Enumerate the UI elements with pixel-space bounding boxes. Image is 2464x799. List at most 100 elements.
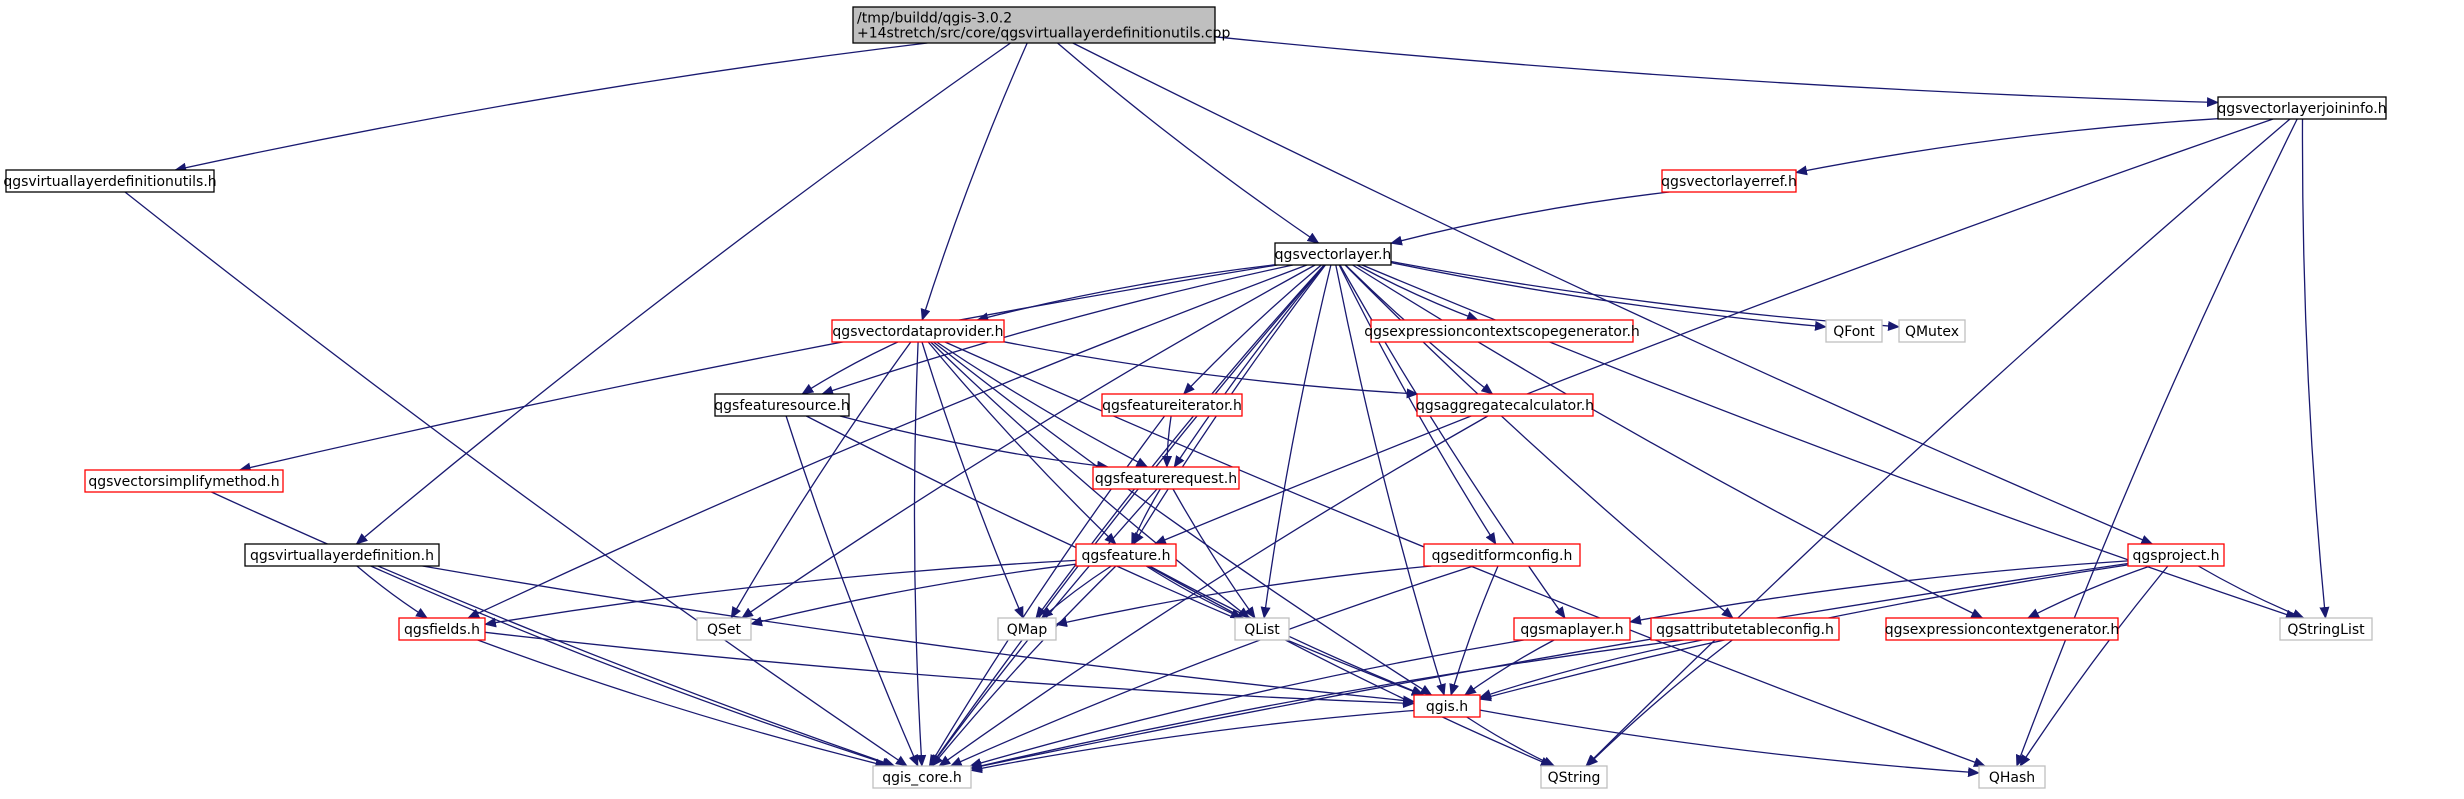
node-vlji[interactable]: qgsvectorlayerjoininfo.h <box>2217 96 2387 120</box>
node-label: qgsvirtuallayerdefinitionutils.h <box>3 174 216 190</box>
node-qlist[interactable]: QList <box>1234 617 1290 641</box>
edge-proj-to-mlayer <box>1629 560 2129 625</box>
dependency-edges <box>124 36 2330 778</box>
edge-attc-to-qstring <box>1585 639 1733 767</box>
node-label: qgsfeature.h <box>1082 548 1171 564</box>
edge-root-to-vlji <box>1214 36 2219 108</box>
node-box-vdp <box>831 319 1005 343</box>
node-qsl[interactable]: QStringList <box>2279 617 2373 641</box>
node-box-vsm <box>84 469 284 493</box>
node-label: qgsaggregatecalculator.h <box>1416 398 1594 414</box>
edge-efc-to-core <box>949 565 1474 767</box>
edge-feat-to-fields <box>484 559 1077 628</box>
edge-efc-to-qmap <box>1055 565 1432 628</box>
node-label: QStringList <box>2287 622 2365 638</box>
node-vl[interactable]: qgsvectorlayer.h <box>1274 242 1392 266</box>
node-vld[interactable]: qgsvirtuallayerdefinition.h <box>244 543 440 567</box>
node-qset[interactable]: QSet <box>696 617 752 641</box>
edge-qgis-to-qhash <box>1479 709 1980 778</box>
node-vldu[interactable]: qgsvirtuallayerdefinitionutils.h <box>3 169 217 193</box>
edge-fit-to-core <box>928 415 1166 767</box>
node-box-feat <box>1075 543 1177 567</box>
edge-vl-to-ecsg <box>1356 264 1479 321</box>
edge-root-to-vl <box>1057 42 1320 244</box>
node-qfont[interactable]: QFont <box>1825 319 1883 343</box>
node-ecsg[interactable]: qgsexpressioncontextscopegenerator.h <box>1364 319 1640 343</box>
node-label: qgsvectorlayerref.h <box>1661 174 1797 190</box>
node-label: QList <box>1244 622 1280 638</box>
edge-root-to-vdp <box>920 42 1028 321</box>
node-proj[interactable]: qgsproject.h <box>2127 543 2225 567</box>
edge-vdp-to-qmap <box>921 341 1024 619</box>
node-fit[interactable]: qgsfeatureiterator.h <box>1101 393 1243 417</box>
node-root[interactable]: /tmp/buildd/qgis-3.0.2+14stretch/src/cor… <box>852 6 1230 44</box>
edge-vlji-to-qhash <box>2015 118 2298 767</box>
node-box-qstring <box>1540 765 1608 789</box>
node-box-mlayer <box>1513 617 1631 641</box>
node-fields[interactable]: qgsfields.h <box>398 617 486 641</box>
edge-proj-to-core <box>970 562 2129 771</box>
node-box-fsrc <box>714 393 850 417</box>
edge-fields-to-qgis <box>484 631 1415 709</box>
node-vlref[interactable]: qgsvectorlayerref.h <box>1661 169 1797 193</box>
node-efc[interactable]: qgseditformconfig.h <box>1423 543 1581 567</box>
edge-attc-to-core <box>970 639 1684 771</box>
node-mlayer[interactable]: qgsmaplayer.h <box>1513 617 1631 641</box>
edge-vdp-to-freq <box>936 341 1149 468</box>
edge-vl-to-qset <box>741 264 1316 619</box>
node-label: qgsvirtuallayerdefinition.h <box>250 548 434 564</box>
node-label: qgsvectordataprovider.h <box>832 324 1003 340</box>
edge-fields-to-core <box>477 639 888 769</box>
edge-fsrc-to-core <box>785 415 919 767</box>
node-feat[interactable]: qgsfeature.h <box>1075 543 1177 567</box>
edge-vld-to-fields <box>356 565 428 619</box>
node-core[interactable]: qgis_core.h <box>872 765 972 789</box>
edge-vl-to-mlayer <box>1339 264 1566 619</box>
node-label: /tmp/buildd/qgis-3.0.2 <box>857 11 1012 27</box>
edge-vdp-to-aggc <box>1003 341 1419 399</box>
node-ecg[interactable]: qgsexpressioncontextgenerator.h <box>1885 617 2120 641</box>
edge-vl-to-freq <box>1173 264 1326 468</box>
node-attc[interactable]: qgsattributetableconfig.h <box>1650 617 1840 641</box>
node-box-freq <box>1092 466 1240 490</box>
edge-qgis-to-core <box>970 709 1415 774</box>
edge-mlayer-to-qgis <box>1464 639 1555 696</box>
node-box-fields <box>398 617 486 641</box>
node-qstring[interactable]: QString <box>1540 765 1608 789</box>
node-box-ecsg <box>1370 319 1634 343</box>
edge-vl-to-fsrc <box>821 264 1294 396</box>
node-vdp[interactable]: qgsvectordataprovider.h <box>831 319 1005 343</box>
node-qgis[interactable]: qgis.h <box>1413 694 1481 718</box>
edge-proj-to-ecg <box>2027 565 2151 619</box>
node-box-proj <box>2127 543 2225 567</box>
node-label: qgsfeatureiterator.h <box>1102 398 1242 414</box>
node-box-vlji <box>2217 96 2387 120</box>
node-aggc[interactable]: qgsaggregatecalculator.h <box>1416 393 1594 417</box>
node-qmutex[interactable]: QMutex <box>1898 319 1966 343</box>
node-label: qgsfeaturerequest.h <box>1095 471 1237 487</box>
node-fsrc[interactable]: qgsfeaturesource.h <box>714 393 850 417</box>
edge-vl-to-qlist <box>1260 264 1332 619</box>
edge-proj-to-qhash <box>2019 565 2169 767</box>
node-label: QMutex <box>1905 324 1959 340</box>
edge-vlref-to-vl <box>1390 191 1670 246</box>
node-freq[interactable]: qgsfeaturerequest.h <box>1092 466 1240 490</box>
node-label: qgsmaplayer.h <box>1520 622 1623 638</box>
edge-vld-to-core <box>370 565 895 768</box>
node-label: qgsproject.h <box>2133 548 2220 564</box>
node-qmap[interactable]: QMap <box>997 617 1057 641</box>
edge-vl-to-qmutex <box>1390 260 1900 332</box>
edge-vdp-to-qgis <box>933 341 1433 696</box>
node-qhash[interactable]: QHash <box>1978 765 2046 789</box>
node-label: qgsexpressioncontextgenerator.h <box>1885 622 2120 638</box>
node-box-root <box>852 6 1216 44</box>
node-vsm[interactable]: qgsvectorsimplifymethod.h <box>84 469 284 493</box>
node-label: QSet <box>707 622 742 638</box>
edge-vl-to-qfont <box>1390 261 1827 331</box>
node-box-core <box>872 765 972 789</box>
edge-feat-to-qmap <box>1040 565 1112 619</box>
edge-root-to-vldu <box>174 42 928 173</box>
edge-attc-to-qgis <box>1479 639 1703 699</box>
node-label: QMap <box>1007 622 1048 638</box>
edge-mlayer-to-core <box>969 639 1524 768</box>
